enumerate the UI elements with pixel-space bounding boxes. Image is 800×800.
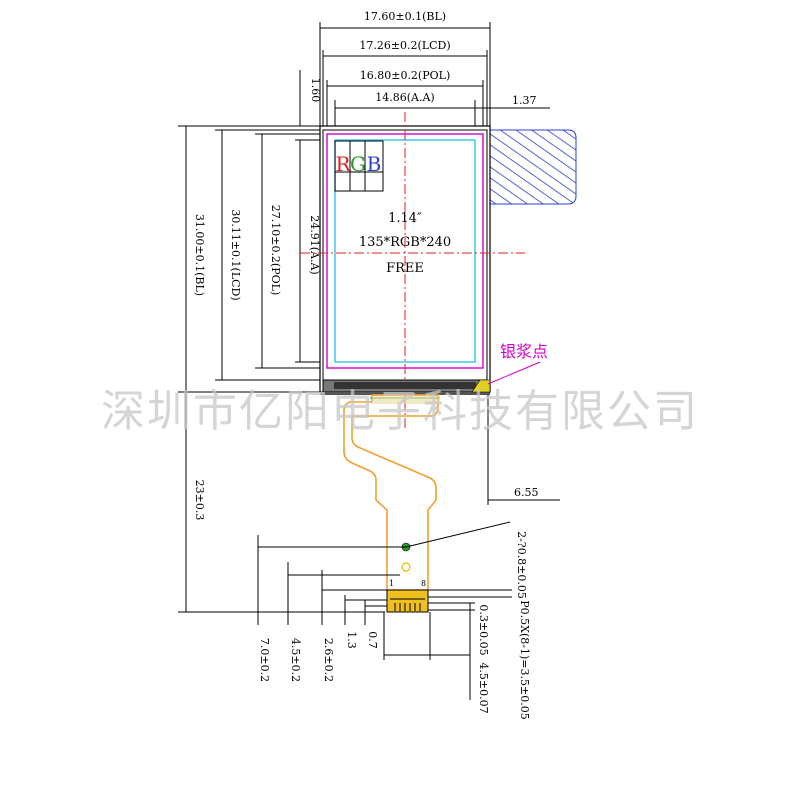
bottom-dimensions: 7.0±0.2 4.5±0.2 2.6±0.2 1.3 0.7 bbox=[257, 535, 470, 682]
dim-width-lcd: 17.26±0.2(LCD) bbox=[359, 39, 450, 52]
dim-right-pitch: P0.5X(8-1)=3.5±0.05 bbox=[518, 600, 531, 719]
dim-fpc-offset: 6.55 bbox=[514, 486, 539, 499]
dim-bottom-5: 0.7 bbox=[366, 631, 379, 649]
display-resolution: 135*RGB*240 bbox=[359, 235, 451, 250]
company-watermark: 深圳市亿阳电子科技有限公司 bbox=[101, 386, 699, 437]
display-mode: FREE bbox=[386, 261, 424, 276]
dim-bottom-3: 2.6±0.2 bbox=[322, 638, 335, 682]
pin-label-first: 1 bbox=[389, 579, 394, 588]
right-callouts: 2-?0.8±0.05 P0.5X(8-1)=3.5±0.05 0.3±0.05… bbox=[405, 521, 531, 720]
dim-height-pol: 27.10±0.2(POL) bbox=[269, 205, 282, 296]
pin-label-last: 8 bbox=[421, 579, 426, 588]
dim-height-bl: 31.00±0.1(BL) bbox=[193, 214, 206, 296]
display-size: 1.14″ bbox=[388, 211, 422, 226]
dim-right-offset: 1.37 bbox=[512, 94, 537, 107]
dim-fpc-length: 23±0.3 bbox=[193, 480, 206, 521]
lcd-module: R G B 1.14″ 135*RGB*240 FREE 银浆点 bbox=[300, 112, 577, 430]
dim-right-pin-width: 0.3±0.05 bbox=[477, 604, 490, 655]
dim-bottom-4: 1.3 bbox=[345, 631, 358, 649]
rgb-letter-r: R bbox=[335, 152, 351, 176]
driver-ic bbox=[334, 382, 476, 389]
dim-left-offset: 1.60 bbox=[309, 78, 322, 103]
fpc-offset-dim: 6.55 bbox=[487, 395, 560, 505]
dim-right-hole: 2-?0.8±0.05 bbox=[515, 531, 528, 599]
dim-bottom-2: 4.5±0.2 bbox=[289, 638, 302, 682]
silver-paste-label: 银浆点 bbox=[500, 342, 548, 361]
dim-height-lcd: 30.11±0.1(LCD) bbox=[229, 209, 242, 300]
dim-width-bl: 17.60±0.1(BL) bbox=[364, 10, 446, 23]
dim-width-pol: 16.80±0.2(POL) bbox=[360, 69, 451, 82]
dim-bottom-1: 7.0±0.2 bbox=[258, 638, 271, 682]
fpc-stiffener bbox=[386, 589, 429, 613]
rgb-letter-g: G bbox=[350, 152, 366, 176]
silver-paste-leader bbox=[487, 361, 541, 385]
top-dimensions: 17.60±0.1(BL) 17.26±0.2(LCD) 16.80±0.2(P… bbox=[296, 10, 550, 135]
dim-right-stiffener: 4.5±0.07 bbox=[477, 662, 490, 713]
rgb-letter-b: B bbox=[367, 152, 382, 176]
dim-width-aa: 14.86(A.A) bbox=[375, 91, 434, 104]
locating-hole-yellow bbox=[401, 562, 411, 572]
hatched-tab bbox=[486, 129, 577, 205]
dim-height-aa: 24.91(A.A) bbox=[308, 215, 321, 274]
